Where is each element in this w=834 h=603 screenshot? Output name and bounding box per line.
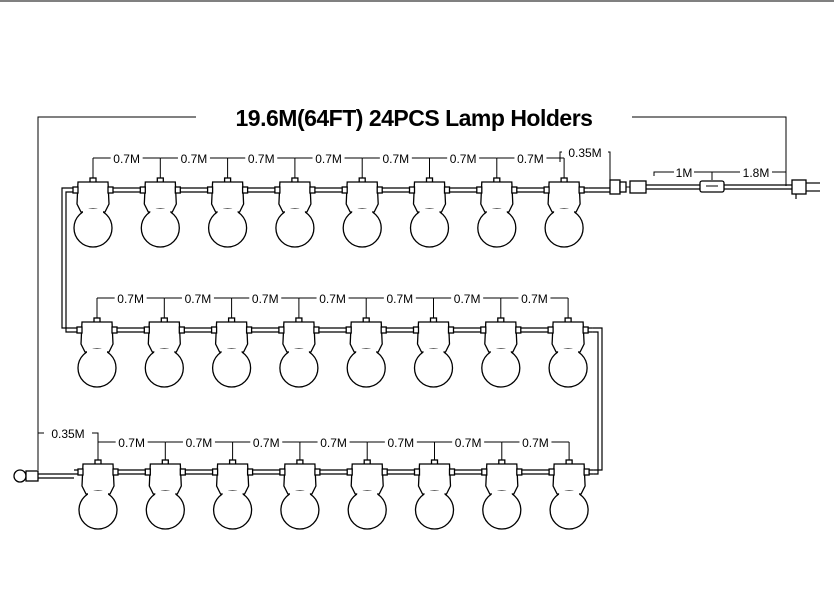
title-label: 19.6M(64FT) 24PCS Lamp Holders bbox=[236, 105, 593, 131]
spacing-label: 0.7M bbox=[388, 436, 415, 450]
lamp-holder-bulb-icon bbox=[480, 317, 522, 388]
end-connector-icon bbox=[13, 469, 39, 483]
spacing-label: 0.7M bbox=[455, 436, 482, 450]
lamp-holder-bulb-icon bbox=[476, 177, 518, 248]
loop-wire bbox=[61, 187, 73, 329]
spacing-label: 0.7M bbox=[113, 152, 140, 166]
lamp-holder-bulb-icon bbox=[211, 459, 254, 530]
lamp-holder-bulb-icon bbox=[274, 177, 316, 248]
cable-1-label: 1M bbox=[676, 166, 693, 180]
lamp-holder-bulb-icon bbox=[412, 317, 455, 388]
lamp-holder-bulb-icon bbox=[139, 177, 181, 248]
lamp-holder-bulb-icon bbox=[345, 317, 387, 388]
spacing-label: 0.7M bbox=[383, 152, 410, 166]
lamp-holder-bulb-icon bbox=[548, 459, 590, 530]
spacing-label: 0.7M bbox=[387, 292, 414, 306]
overall-length-dimension: 19.6M(64FT) 24PCS Lamp Holders bbox=[37, 105, 787, 470]
loop-wire bbox=[592, 327, 603, 471]
lamp-holder-bulb-icon bbox=[278, 317, 320, 388]
lamp-holder-bulb-icon bbox=[543, 177, 585, 248]
spacing-label: 0.7M bbox=[117, 292, 144, 306]
loop-wire bbox=[592, 331, 599, 475]
spacing-label: 0.7M bbox=[118, 436, 145, 450]
spacing-label: 0.7M bbox=[253, 436, 280, 450]
spacing-label: 0.7M bbox=[252, 292, 279, 306]
bulb-rows bbox=[72, 177, 590, 530]
spacing-label: 0.7M bbox=[521, 292, 548, 306]
lamp-holder-bulb-icon bbox=[346, 459, 388, 530]
lamp-holder-bulb-icon bbox=[143, 317, 185, 388]
cable-2-label: 1.8M bbox=[743, 166, 770, 180]
row3-start-lead-dimension: 0.35M bbox=[38, 427, 99, 460]
loop-wire bbox=[65, 191, 73, 333]
spacing-label: 0.7M bbox=[450, 152, 477, 166]
spacing-label: 0.7M bbox=[315, 152, 342, 166]
spacing-label: 0.7M bbox=[181, 152, 208, 166]
spacing-label: 0.7M bbox=[185, 292, 212, 306]
plug-connector-icon bbox=[609, 179, 647, 195]
lamp-holder-bulb-icon bbox=[210, 317, 253, 388]
wire-paths bbox=[38, 187, 610, 479]
lamp-holder-bulb-icon bbox=[77, 459, 119, 530]
spacing-label: 0.7M bbox=[248, 152, 275, 166]
row3-start-lead-label: 0.35M bbox=[51, 427, 84, 441]
spacing-label: 0.7M bbox=[522, 436, 549, 450]
inline-switch-icon bbox=[699, 180, 725, 193]
spacing-label: 0.7M bbox=[320, 436, 347, 450]
lamp-holder-bulb-icon bbox=[279, 459, 321, 530]
spacing-dimensions: 0.7M 0.7M 0.7M 0.7M 0.7M 0.7M 0.7M 0.7M 0.7M 0.7M… bbox=[92, 152, 570, 460]
lamp-holder-bulb-icon bbox=[413, 459, 456, 530]
lamp-holder-bulb-icon bbox=[206, 177, 249, 248]
lamp-holder-bulb-icon bbox=[547, 317, 589, 388]
lamp-holder-bulb-icon bbox=[72, 177, 114, 248]
spacing-label: 0.7M bbox=[517, 152, 544, 166]
row1-end-lead-dimension: 0.35M bbox=[559, 146, 611, 180]
power-plug-icon bbox=[791, 179, 820, 199]
lamp-holder-bulb-icon bbox=[408, 177, 451, 248]
spacing-label: 0.7M bbox=[454, 292, 481, 306]
spacing-label: 0.7M bbox=[186, 436, 213, 450]
spacing-label: 0.7M bbox=[319, 292, 346, 306]
row1-end-lead-label: 0.35M bbox=[568, 146, 601, 160]
power-cord-assembly: 1M 1.8M bbox=[609, 166, 820, 199]
lamp-holder-bulb-icon bbox=[76, 317, 118, 388]
lamp-holder-bulb-icon bbox=[144, 459, 186, 530]
lamp-holder-bulb-icon bbox=[341, 177, 383, 248]
lamp-holder-bulb-icon bbox=[481, 459, 523, 530]
